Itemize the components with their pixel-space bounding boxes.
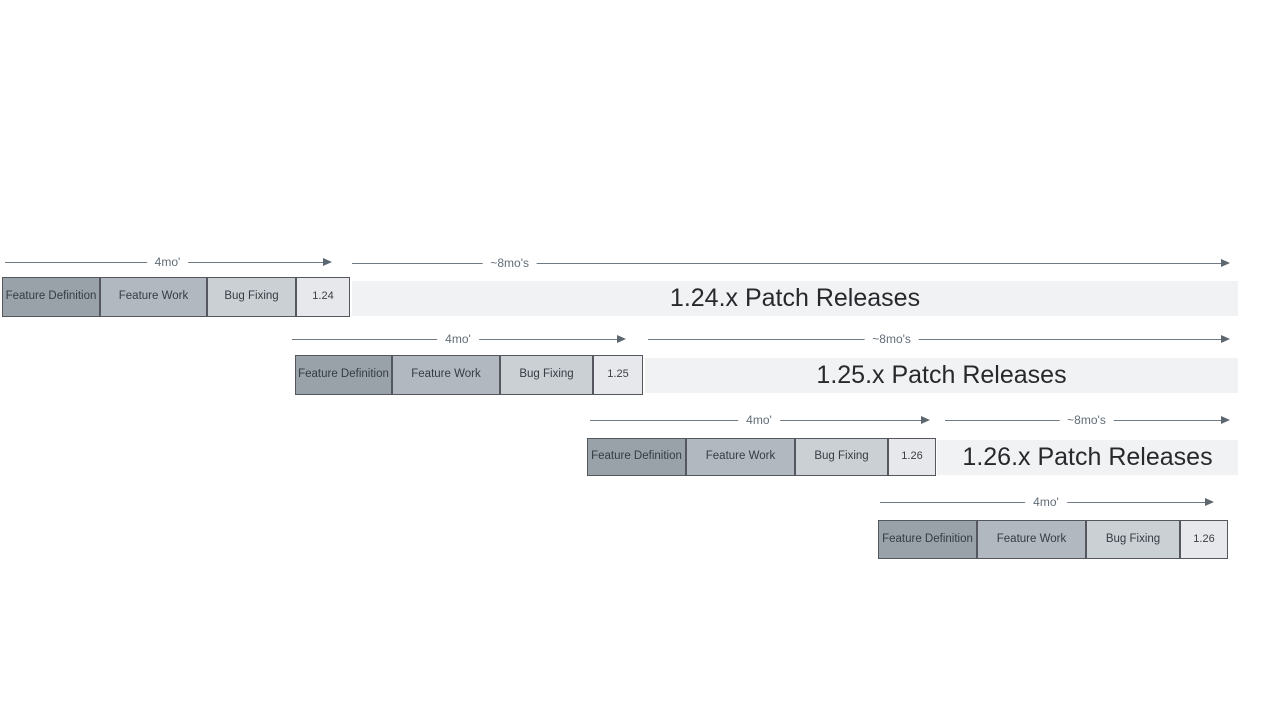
row4-dev-span-arrow: 4mo': [880, 495, 1214, 509]
arrow-head-icon: [617, 334, 626, 343]
row1-feature-definition-box: Feature Definition: [2, 277, 100, 317]
row2-dev-span-arrow: 4mo': [292, 332, 626, 346]
row1-patch-span-arrow: ~8mo's: [352, 256, 1230, 270]
dev-span-label: 4mo': [1025, 495, 1067, 509]
row1-patch-releases-bar: 1.24.x Patch Releases: [352, 281, 1238, 316]
row1-dev-span-arrow: 4mo': [5, 255, 332, 269]
row2-feature-definition-box: Feature Definition: [295, 355, 392, 395]
row1-version-box: 1.24: [296, 277, 350, 317]
row4-version-box: 1.26: [1180, 520, 1228, 559]
row2-patch-releases-bar: 1.25.x Patch Releases: [645, 358, 1238, 393]
row3-bug-fixing-box: Bug Fixing: [795, 438, 888, 476]
row4-feature-work-box: Feature Work: [977, 520, 1086, 559]
dev-span-label: 4mo': [738, 413, 780, 427]
row2-feature-work-box: Feature Work: [392, 355, 500, 395]
row2-version-box: 1.25: [593, 355, 643, 395]
row4-feature-definition-box: Feature Definition: [878, 520, 977, 559]
row3-version-box: 1.26: [888, 438, 936, 476]
arrow-head-icon: [1205, 497, 1214, 506]
patch-span-label: ~8mo's: [864, 332, 919, 346]
row2-patch-span-arrow: ~8mo's: [648, 332, 1230, 346]
row2-bug-fixing-box: Bug Fixing: [500, 355, 593, 395]
dev-span-label: 4mo': [146, 255, 189, 269]
arrow-head-icon: [921, 415, 930, 424]
row3-feature-definition-box: Feature Definition: [587, 438, 686, 476]
patch-span-label: ~8mo's: [482, 256, 537, 270]
row3-dev-span-arrow: 4mo': [590, 413, 930, 427]
row3-feature-work-box: Feature Work: [686, 438, 795, 476]
arrow-head-icon: [323, 257, 332, 266]
row1-feature-work-box: Feature Work: [100, 277, 207, 317]
row1-bug-fixing-box: Bug Fixing: [207, 277, 296, 317]
patch-span-label: ~8mo's: [1059, 413, 1114, 427]
dev-span-label: 4mo': [437, 332, 479, 346]
row4-bug-fixing-box: Bug Fixing: [1086, 520, 1180, 559]
arrow-head-icon: [1221, 415, 1230, 424]
row3-patch-releases-bar: 1.26.x Patch Releases: [937, 440, 1238, 475]
arrow-head-icon: [1221, 258, 1230, 267]
row3-patch-span-arrow: ~8mo's: [945, 413, 1230, 427]
arrow-head-icon: [1221, 334, 1230, 343]
